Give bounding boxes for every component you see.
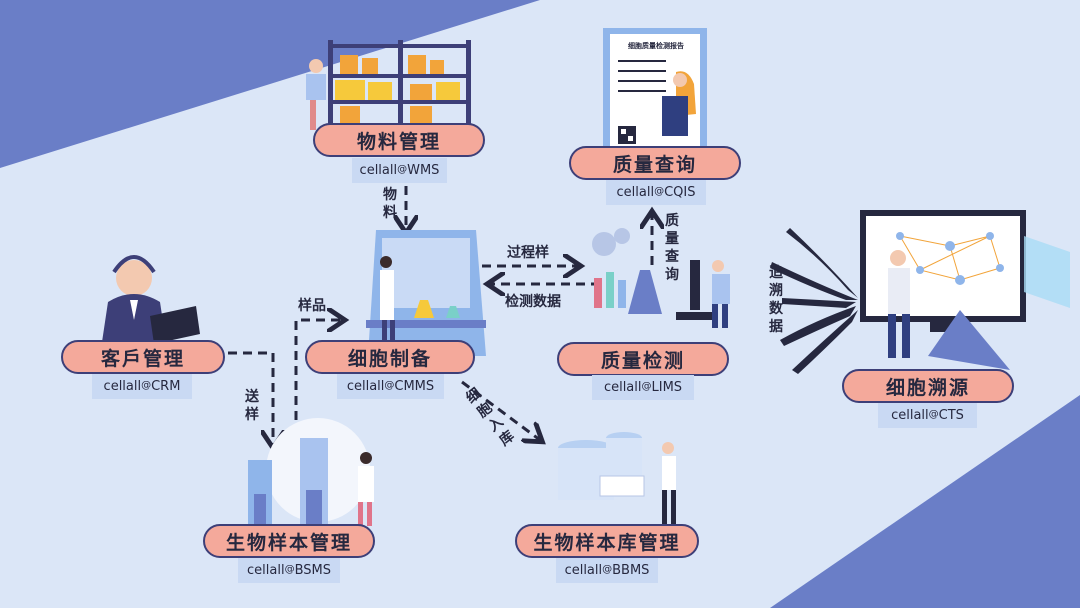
bench-illustration (366, 230, 486, 356)
node-title: 细胞溯源 (842, 369, 1014, 403)
node-tag: cellall@CTS (878, 403, 977, 428)
tubes-illustration (248, 418, 374, 530)
edge-label-material: 物料 (382, 186, 398, 222)
tanks-illustration (558, 432, 676, 524)
node-title: 生物样本管理 (203, 524, 375, 558)
edge-label-process: 过程样 (507, 242, 549, 262)
node-title: 客戶管理 (61, 340, 225, 374)
report-illustration: 细胞质量检测报告 (603, 28, 707, 153)
node-tag: cellall@WMS (352, 158, 447, 183)
edge-label-sample: 样品 (298, 295, 326, 315)
node-tag: cellall@CMMS (337, 374, 444, 399)
agent-illustration (102, 257, 200, 344)
monitor-illustration (860, 210, 1070, 370)
node-title: 生物样本库管理 (515, 524, 699, 558)
node-tag: cellall@BSMS (238, 558, 340, 583)
node-tag: cellall@BBMS (556, 558, 658, 583)
node-title: 物料管理 (313, 123, 485, 157)
node-tag: cellall@LIMS (592, 375, 694, 400)
edge-label-send: 送样 (244, 388, 260, 424)
edge-label-result: 检测数据 (505, 291, 561, 311)
svg-text:细胞质量检测报告: 细胞质量检测报告 (628, 41, 684, 50)
node-title: 质量查询 (569, 146, 741, 180)
lab-illustration (592, 228, 730, 328)
edge-label-query: 质量查询 (664, 212, 680, 284)
edge-label-trace: 追溯数据 (768, 264, 784, 336)
node-title: 质量检测 (557, 342, 729, 376)
node-title: 细胞制备 (305, 340, 475, 374)
node-tag: cellall@CQIS (606, 180, 706, 205)
node-tag: cellall@CRM (92, 374, 192, 399)
